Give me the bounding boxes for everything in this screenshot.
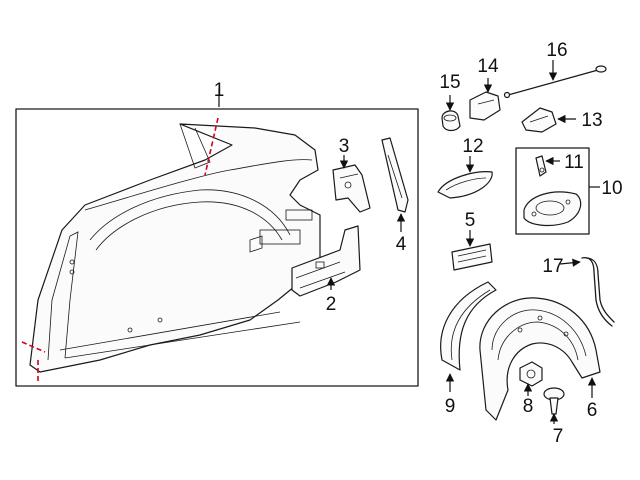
sensor-part-11	[535, 155, 547, 177]
callout-2: 2	[326, 294, 337, 315]
bracket-part-3	[332, 164, 371, 213]
callout-17: 17	[542, 256, 563, 277]
wheelhouse-liner-part-6	[479, 297, 601, 421]
cut-line-lower	[21, 341, 46, 382]
arch-strip-part-9	[440, 281, 497, 371]
fuel-housing-drawing	[523, 191, 582, 227]
quarter-panel-drawing	[29, 123, 321, 373]
actuator-part-13	[521, 107, 557, 133]
callout-1: 1	[214, 80, 225, 101]
callout-4: 4	[396, 234, 407, 255]
clip-part-15	[441, 110, 461, 132]
callout-11: 11	[564, 152, 584, 173]
callout-10: 10	[601, 178, 622, 199]
hose-part-17	[581, 256, 615, 327]
callout-15: 15	[439, 72, 460, 93]
quarter-panel-group-frame	[15, 108, 419, 387]
fuel-housing-group-frame	[515, 147, 590, 235]
callout-3: 3	[339, 136, 350, 157]
callout-13: 13	[581, 110, 602, 131]
strip-part-4	[381, 137, 409, 213]
cut-line-upper	[204, 117, 219, 176]
inner-panel-part-2	[291, 225, 361, 297]
callout-8: 8	[523, 396, 534, 417]
fuel-door-part-12	[437, 171, 493, 199]
callout-5: 5	[465, 210, 476, 231]
hinge-part-14	[469, 91, 501, 121]
callout-7: 7	[553, 426, 564, 447]
push-clip-part-7	[543, 387, 565, 415]
nut-part-8	[519, 361, 543, 387]
callout-16: 16	[546, 40, 567, 61]
cable-part-16	[503, 65, 607, 99]
callout-14: 14	[477, 56, 499, 77]
trim-part-5	[451, 243, 493, 271]
callout-9: 9	[445, 396, 456, 417]
callout-12: 12	[462, 136, 483, 157]
callout-6: 6	[587, 400, 598, 421]
